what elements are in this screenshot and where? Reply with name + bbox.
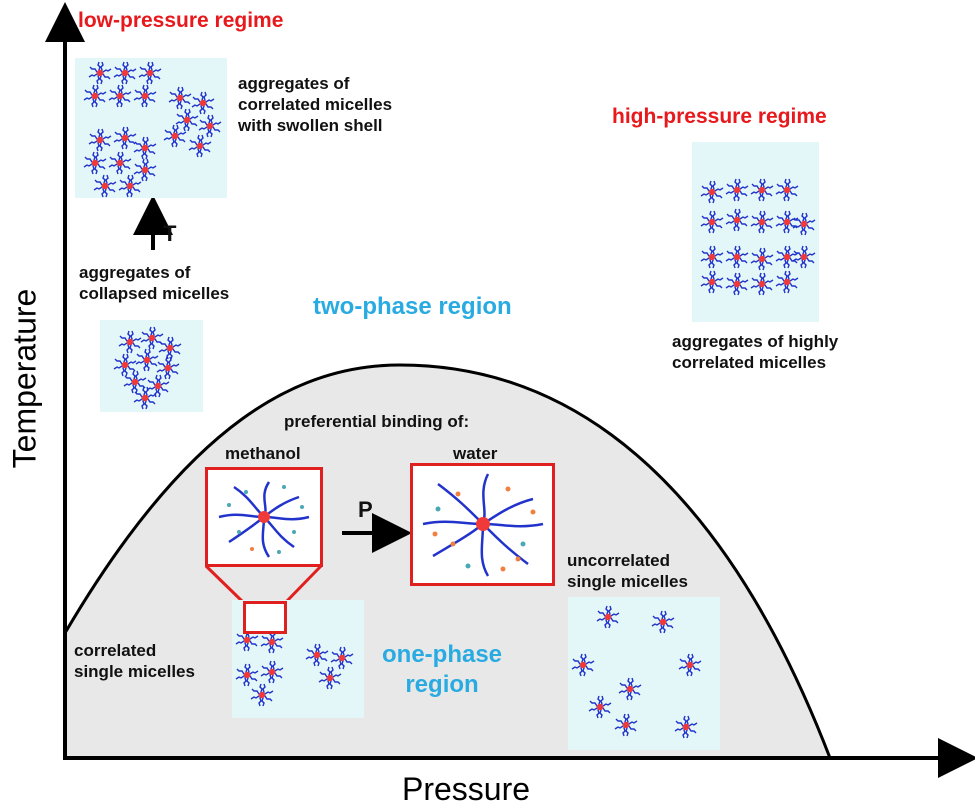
preferential-binding-label: preferential binding of:	[284, 412, 470, 431]
correlated-single-label: correlated single micelles	[74, 641, 195, 681]
methanol-label: methanol	[225, 444, 301, 463]
water-bound-micelle-frame	[410, 463, 555, 586]
water-micelle-closeup	[422, 473, 544, 577]
temperature-arrow-label: T	[163, 221, 177, 246]
high-pressure-regime-label: high-pressure regime	[612, 105, 827, 128]
collapsed-aggregates-panel	[100, 320, 203, 412]
swollen-aggregates-label: aggregates of correlated micelles with s…	[238, 74, 393, 135]
zoom-line-right	[283, 564, 323, 605]
swollen-micelles-art	[83, 61, 222, 198]
swollen-aggregates-panel	[75, 58, 227, 198]
high-correlated-aggregates-label: aggregates of highly correlated micelles	[672, 332, 839, 372]
pressure-arrow-label: P	[358, 497, 373, 522]
collapsed-aggregates-label: aggregates of collapsed micelles	[79, 263, 230, 303]
high-correlated-panel	[692, 142, 819, 322]
methanol-bound-micelle-frame	[205, 467, 323, 567]
high-correlated-micelles-art	[700, 178, 816, 296]
zoom-line-left	[204, 564, 246, 605]
uncorrelated-single-panel	[568, 597, 720, 750]
two-phase-region-label: two-phase region	[313, 293, 512, 320]
uncorrelated-single-micelles-art	[571, 605, 702, 739]
one-phase-region-label: one-phase region	[382, 641, 503, 698]
low-pressure-regime-label: low-pressure regime	[78, 9, 284, 32]
uncorrelated-single-label: uncorrelated single micelles	[567, 551, 688, 591]
water-label: water	[453, 444, 498, 463]
collapsed-micelles-art	[113, 326, 182, 410]
methanol-micelle-closeup	[218, 481, 310, 558]
y-axis-title: Temperature	[6, 288, 43, 469]
zoom-frame-small	[243, 601, 287, 634]
x-axis-title: Pressure	[402, 771, 531, 807]
